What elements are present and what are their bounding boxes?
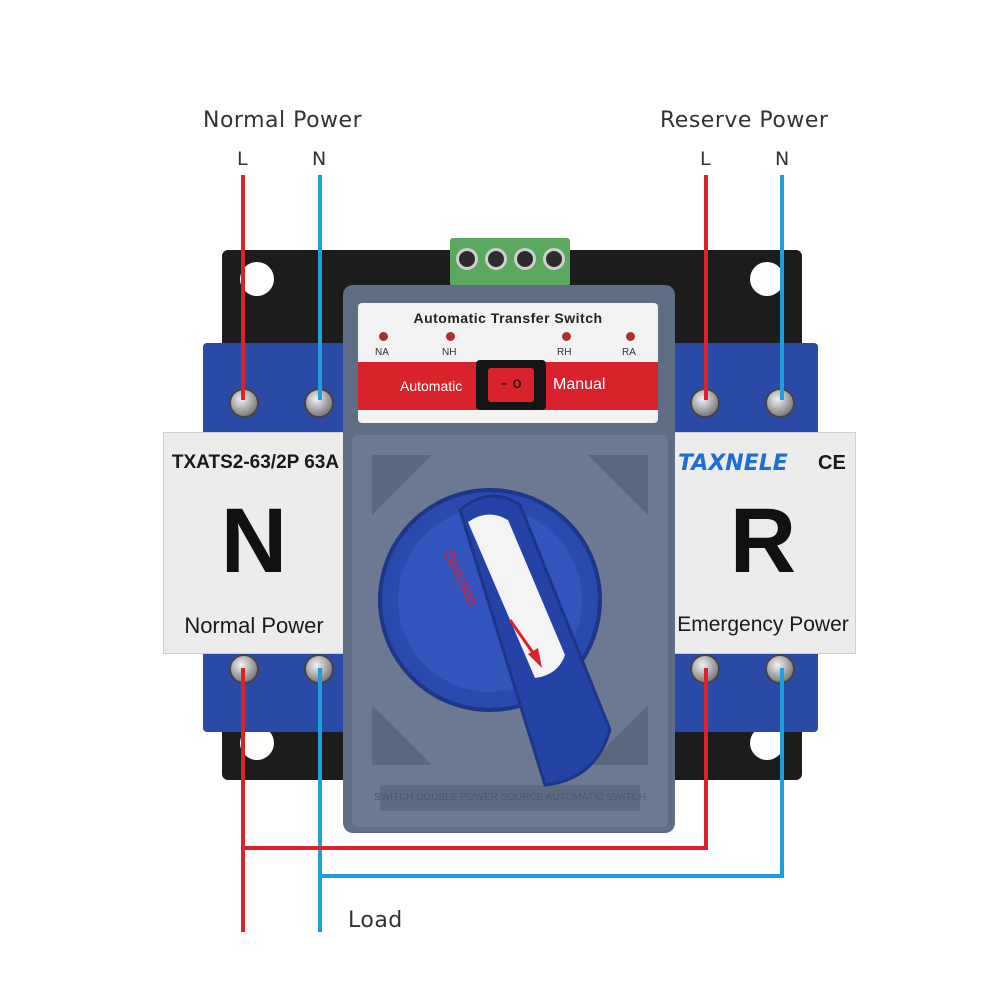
load-label: Load bbox=[348, 908, 403, 933]
brand-logo: TAXNELE bbox=[678, 451, 788, 476]
led-label-rh: RH bbox=[557, 347, 572, 358]
control-terminal-screw bbox=[456, 248, 478, 270]
model-label: TXATS2-63/2P 63A bbox=[171, 452, 340, 473]
normal-letter: N bbox=[220, 490, 288, 592]
mode-toggle-rocker[interactable] bbox=[488, 368, 534, 402]
toggle-symbols: – o bbox=[500, 374, 522, 392]
led-indicator bbox=[446, 332, 455, 341]
reserve-neutral-wire-out bbox=[320, 668, 784, 878]
normal-power-caption: Normal Power bbox=[184, 613, 324, 638]
mode-manual-label: Manual bbox=[553, 376, 606, 393]
mount-hole bbox=[240, 262, 274, 296]
mode-automatic-label: Automatic bbox=[400, 378, 463, 394]
normal-power-label: Normal Power bbox=[203, 108, 363, 133]
led-indicator bbox=[379, 332, 388, 341]
control-terminal-screw bbox=[485, 248, 507, 270]
mount-hole bbox=[750, 262, 784, 296]
reserve-l-label: L bbox=[700, 148, 711, 170]
led-label-ra: RA bbox=[622, 347, 636, 358]
embossed-text: SWITCH DOUBLE POWER SOURCE AUTOMATIC SWI… bbox=[374, 792, 646, 803]
led-label-na: NA bbox=[375, 347, 389, 358]
led-indicator bbox=[626, 332, 635, 341]
emergency-power-caption: Emergency Power bbox=[677, 613, 849, 636]
normal-l-label: L bbox=[237, 148, 248, 170]
control-terminal-screw bbox=[514, 248, 536, 270]
control-terminal-screw bbox=[543, 248, 565, 270]
right-side-panel bbox=[672, 432, 856, 654]
reserve-live-wire-out bbox=[243, 668, 708, 850]
rotary-knob[interactable] bbox=[370, 480, 670, 800]
normal-n-label: N bbox=[312, 148, 327, 170]
led-label-nh: NH bbox=[442, 347, 457, 358]
device-header: Automatic Transfer Switch bbox=[413, 310, 603, 326]
ce-mark: CE bbox=[818, 452, 846, 474]
reserve-power-label: Reserve Power bbox=[660, 108, 829, 133]
reserve-n-label: N bbox=[775, 148, 790, 170]
left-side-panel bbox=[163, 432, 347, 654]
reserve-letter: R bbox=[729, 490, 797, 592]
led-indicator bbox=[562, 332, 571, 341]
